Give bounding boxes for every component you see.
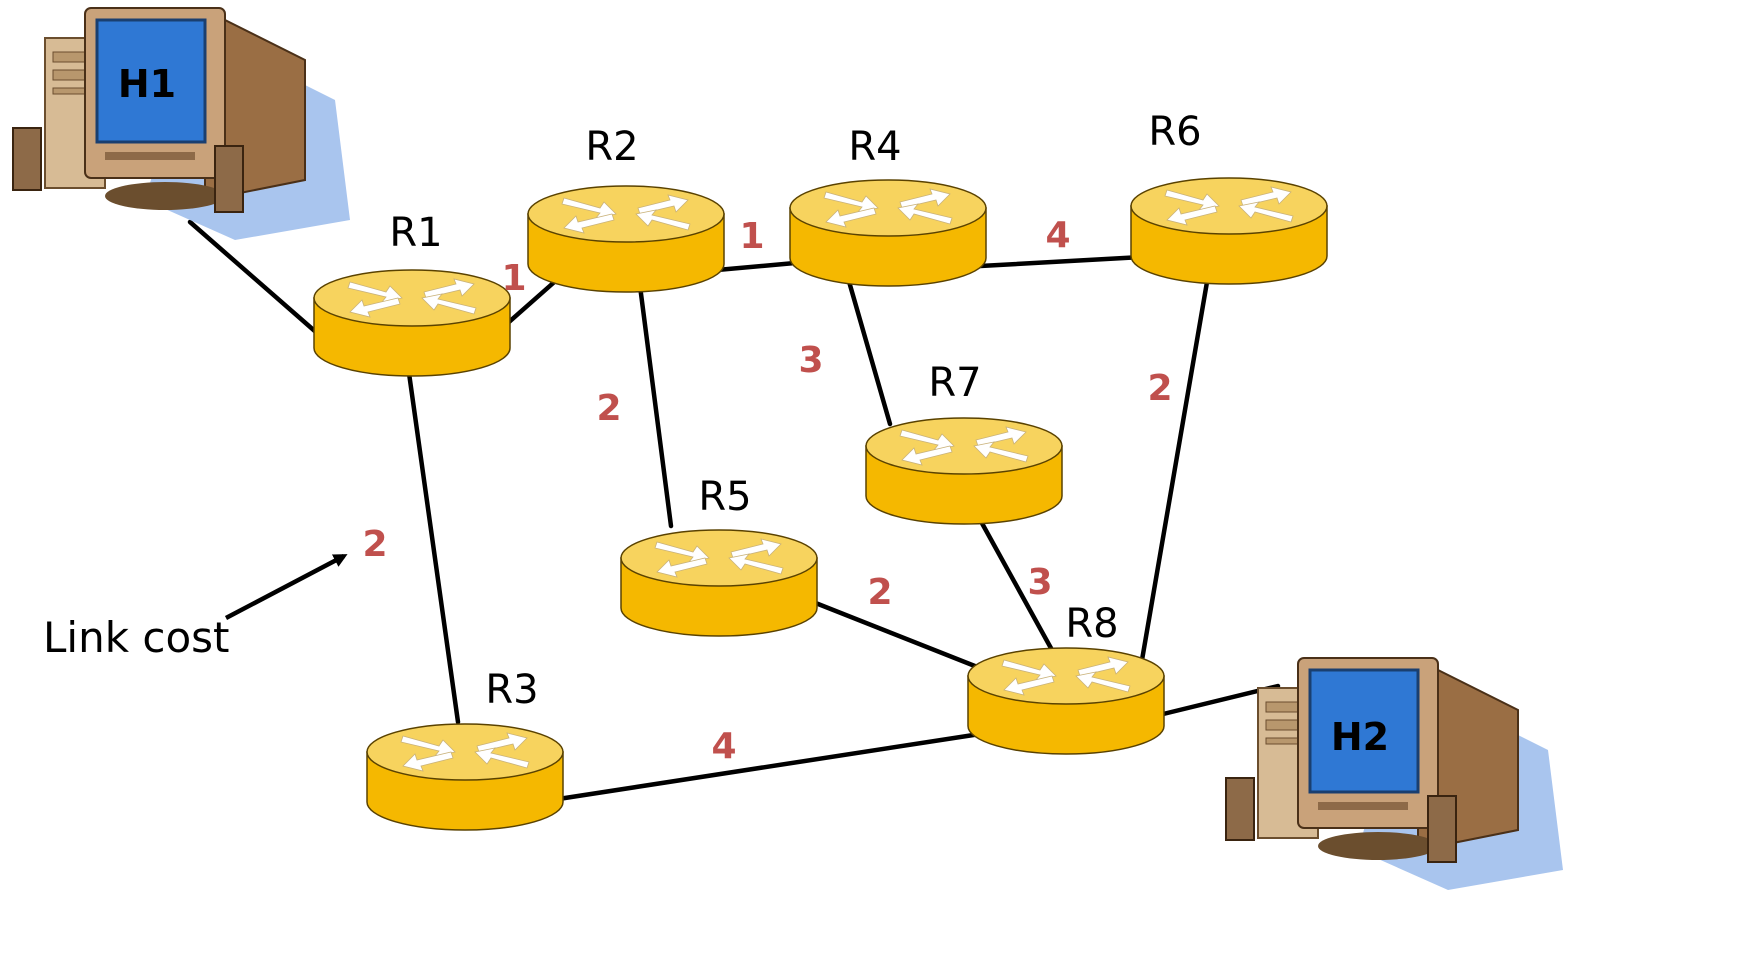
router-r8: [967, 647, 1165, 755]
router-r7: [865, 417, 1063, 525]
router-icon: [1130, 177, 1328, 285]
router-icon: [527, 185, 725, 293]
link-r5-r8: [805, 597, 993, 675]
cost-label-r2-r5: 2: [596, 388, 621, 429]
link-r7-r8: [975, 513, 1055, 653]
cost-label-r2-r4: 1: [739, 216, 764, 257]
router-r3: [366, 723, 564, 831]
host-h1: H1: [11, 6, 352, 242]
link-h1-r1: [187, 219, 328, 343]
host-h2: H2: [1224, 656, 1565, 892]
links-layer: [187, 219, 1281, 803]
router-r6: [1130, 177, 1328, 285]
cost-label-r5-r8: 2: [867, 572, 892, 613]
router-label-r4: R4: [848, 124, 901, 170]
cost-label-r7-r8: 3: [1027, 562, 1052, 603]
cost-label-r1-r3: 2: [362, 524, 387, 565]
legend: Link cost: [43, 554, 348, 662]
router-icon: [865, 417, 1063, 525]
host-label: H2: [1331, 715, 1389, 759]
router-label-r6: R6: [1148, 109, 1201, 155]
router-icon: [620, 529, 818, 637]
link-r4-r7: [845, 275, 893, 427]
router-label-r3: R3: [485, 667, 538, 713]
cost-label-r4-r6: 4: [1045, 215, 1070, 256]
desktop-computer-icon: [1224, 656, 1565, 892]
router-icon: [313, 269, 511, 377]
link-r1-r3: [405, 363, 461, 725]
router-r5: [620, 529, 818, 637]
host-label: H1: [118, 62, 176, 106]
cost-label-r1-r2: 1: [501, 258, 526, 299]
router-label-r1: R1: [389, 210, 442, 256]
cost-labels: 1 1 4 2 2 3 2 3 2 4: [362, 215, 1172, 767]
router-label-r2: R2: [585, 124, 638, 170]
router-r1: [313, 269, 511, 377]
router-icon: [967, 647, 1165, 755]
cost-label-r4-r7: 3: [798, 340, 823, 381]
router-icon: [366, 723, 564, 831]
router-label-r7: R7: [928, 360, 981, 406]
router-label-r5: R5: [698, 474, 751, 520]
link-r3-r8: [549, 731, 983, 803]
router-label-r8: R8: [1065, 601, 1118, 647]
router-r2: [527, 185, 725, 293]
cost-label-r6-r8: 2: [1147, 368, 1172, 409]
link-r6-r8: [1139, 279, 1210, 663]
router-icon: [789, 179, 987, 287]
link-r4-r6: [959, 254, 1145, 270]
cost-label-r3-r8: 4: [711, 726, 736, 767]
legend-arrow: [224, 554, 348, 620]
router-r4: [789, 179, 987, 287]
link-r2-r5: [637, 283, 674, 529]
desktop-computer-icon: [11, 6, 352, 242]
legend-label: Link cost: [43, 613, 230, 662]
